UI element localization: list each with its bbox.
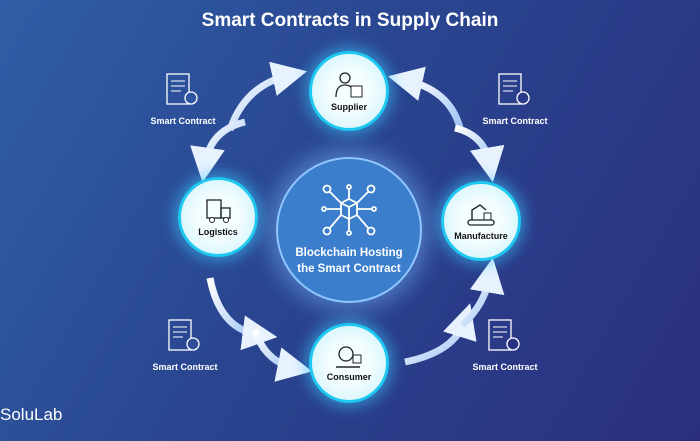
smart-contract-bottom-left: Smart Contract xyxy=(130,318,240,372)
arrow-supplier-to-logistics xyxy=(190,118,246,183)
node-manufacture: Manufacture xyxy=(441,181,521,261)
blockchain-cube-icon xyxy=(321,184,377,236)
diagram-title: Smart Contracts in Supply Chain xyxy=(201,10,499,31)
smart-contract-label: Smart Contract xyxy=(152,362,218,372)
blockchain-hub: Blockchain Hosting the Smart Contract xyxy=(276,157,422,303)
consumer-icon xyxy=(336,345,362,368)
smart-contract-label: Smart Contract xyxy=(482,116,548,126)
logistics-label: Logistics xyxy=(198,226,238,237)
supplier-label: Supplier xyxy=(330,101,367,112)
smart-contract-label: Smart Contract xyxy=(472,362,538,372)
contract-document-icon xyxy=(168,319,200,351)
factory-robot-icon xyxy=(467,203,495,226)
blockchain-label-line1: Blockchain Hosting xyxy=(295,247,403,259)
smart-contract-top-left: Smart Contract xyxy=(128,72,238,126)
contract-document-icon xyxy=(498,73,530,105)
smart-contract-label: Smart Contract xyxy=(150,116,216,126)
arrow-consumer-turn xyxy=(251,328,313,382)
blockchain-label: Blockchain Hosting the Smart Contract xyxy=(284,245,414,277)
contract-document-icon xyxy=(166,73,198,105)
truck-icon xyxy=(206,198,231,223)
supplier-icon xyxy=(335,71,363,97)
manufacture-label: Manufacture xyxy=(454,230,508,241)
node-supplier: Supplier xyxy=(309,51,389,131)
arrow-logistics-to-supplier xyxy=(226,61,308,132)
node-logistics: Logistics xyxy=(178,177,258,257)
solulab-logo: SoluLab xyxy=(0,405,63,424)
contract-document-icon xyxy=(488,319,520,351)
node-consumer: Consumer xyxy=(309,323,389,403)
blockchain-label-line2: the Smart Contract xyxy=(297,263,401,275)
consumer-label: Consumer xyxy=(326,371,372,382)
smart-contract-bottom-right: Smart Contract xyxy=(450,318,560,372)
arrow-manufacture-turn xyxy=(454,124,505,183)
arrow-manufacture-bottom xyxy=(459,257,505,328)
arrow-manufacture-to-supplier xyxy=(387,66,464,129)
smart-contract-top-right: Smart Contract xyxy=(460,72,570,126)
arrow-logistics-to-consumer xyxy=(206,277,278,351)
